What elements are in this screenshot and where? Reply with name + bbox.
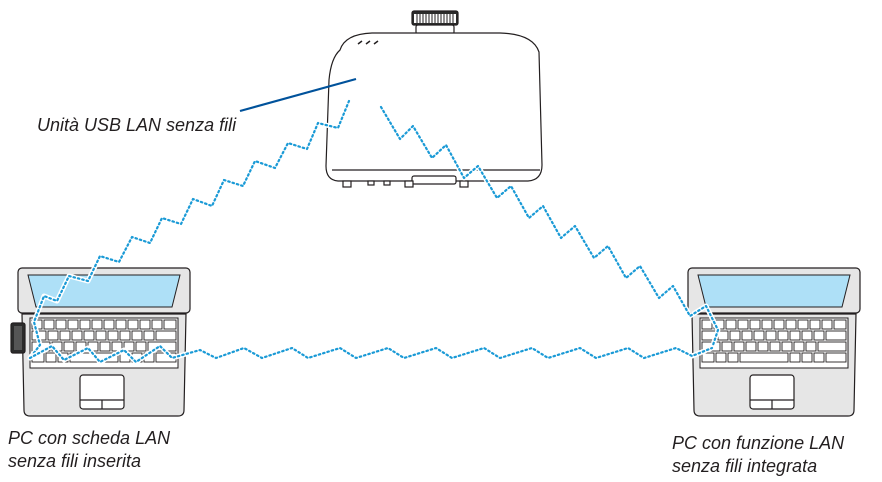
- label-pc-right-line2: senza fili integrata: [672, 456, 818, 476]
- signal-left-pc-right-pc: [28, 344, 714, 364]
- signal-projector-right-pc: [379, 105, 720, 350]
- label-usb-lan-unit: Unità USB LAN senza fili: [37, 115, 237, 135]
- label-pc-right-line1: PC con funzione LAN: [672, 433, 845, 453]
- label-pc-left-line1: PC con scheda LAN: [8, 428, 171, 448]
- label-pc-left-line2: senza fili inserita: [8, 451, 142, 471]
- wireless-signal-icon: [27, 98, 721, 365]
- usb-lan-adapter-icon: [10, 322, 26, 354]
- leader-line: [239, 77, 357, 113]
- projector-icon: [325, 10, 543, 188]
- laptop-icon: [17, 267, 191, 417]
- laptop-icon: [687, 267, 861, 417]
- label-pc-left: PC con scheda LAN senza fili inserita: [8, 427, 170, 473]
- label-pc-right: PC con funzione LAN senza fili integrata: [672, 432, 844, 478]
- signal-projector-left-pc: [28, 99, 351, 360]
